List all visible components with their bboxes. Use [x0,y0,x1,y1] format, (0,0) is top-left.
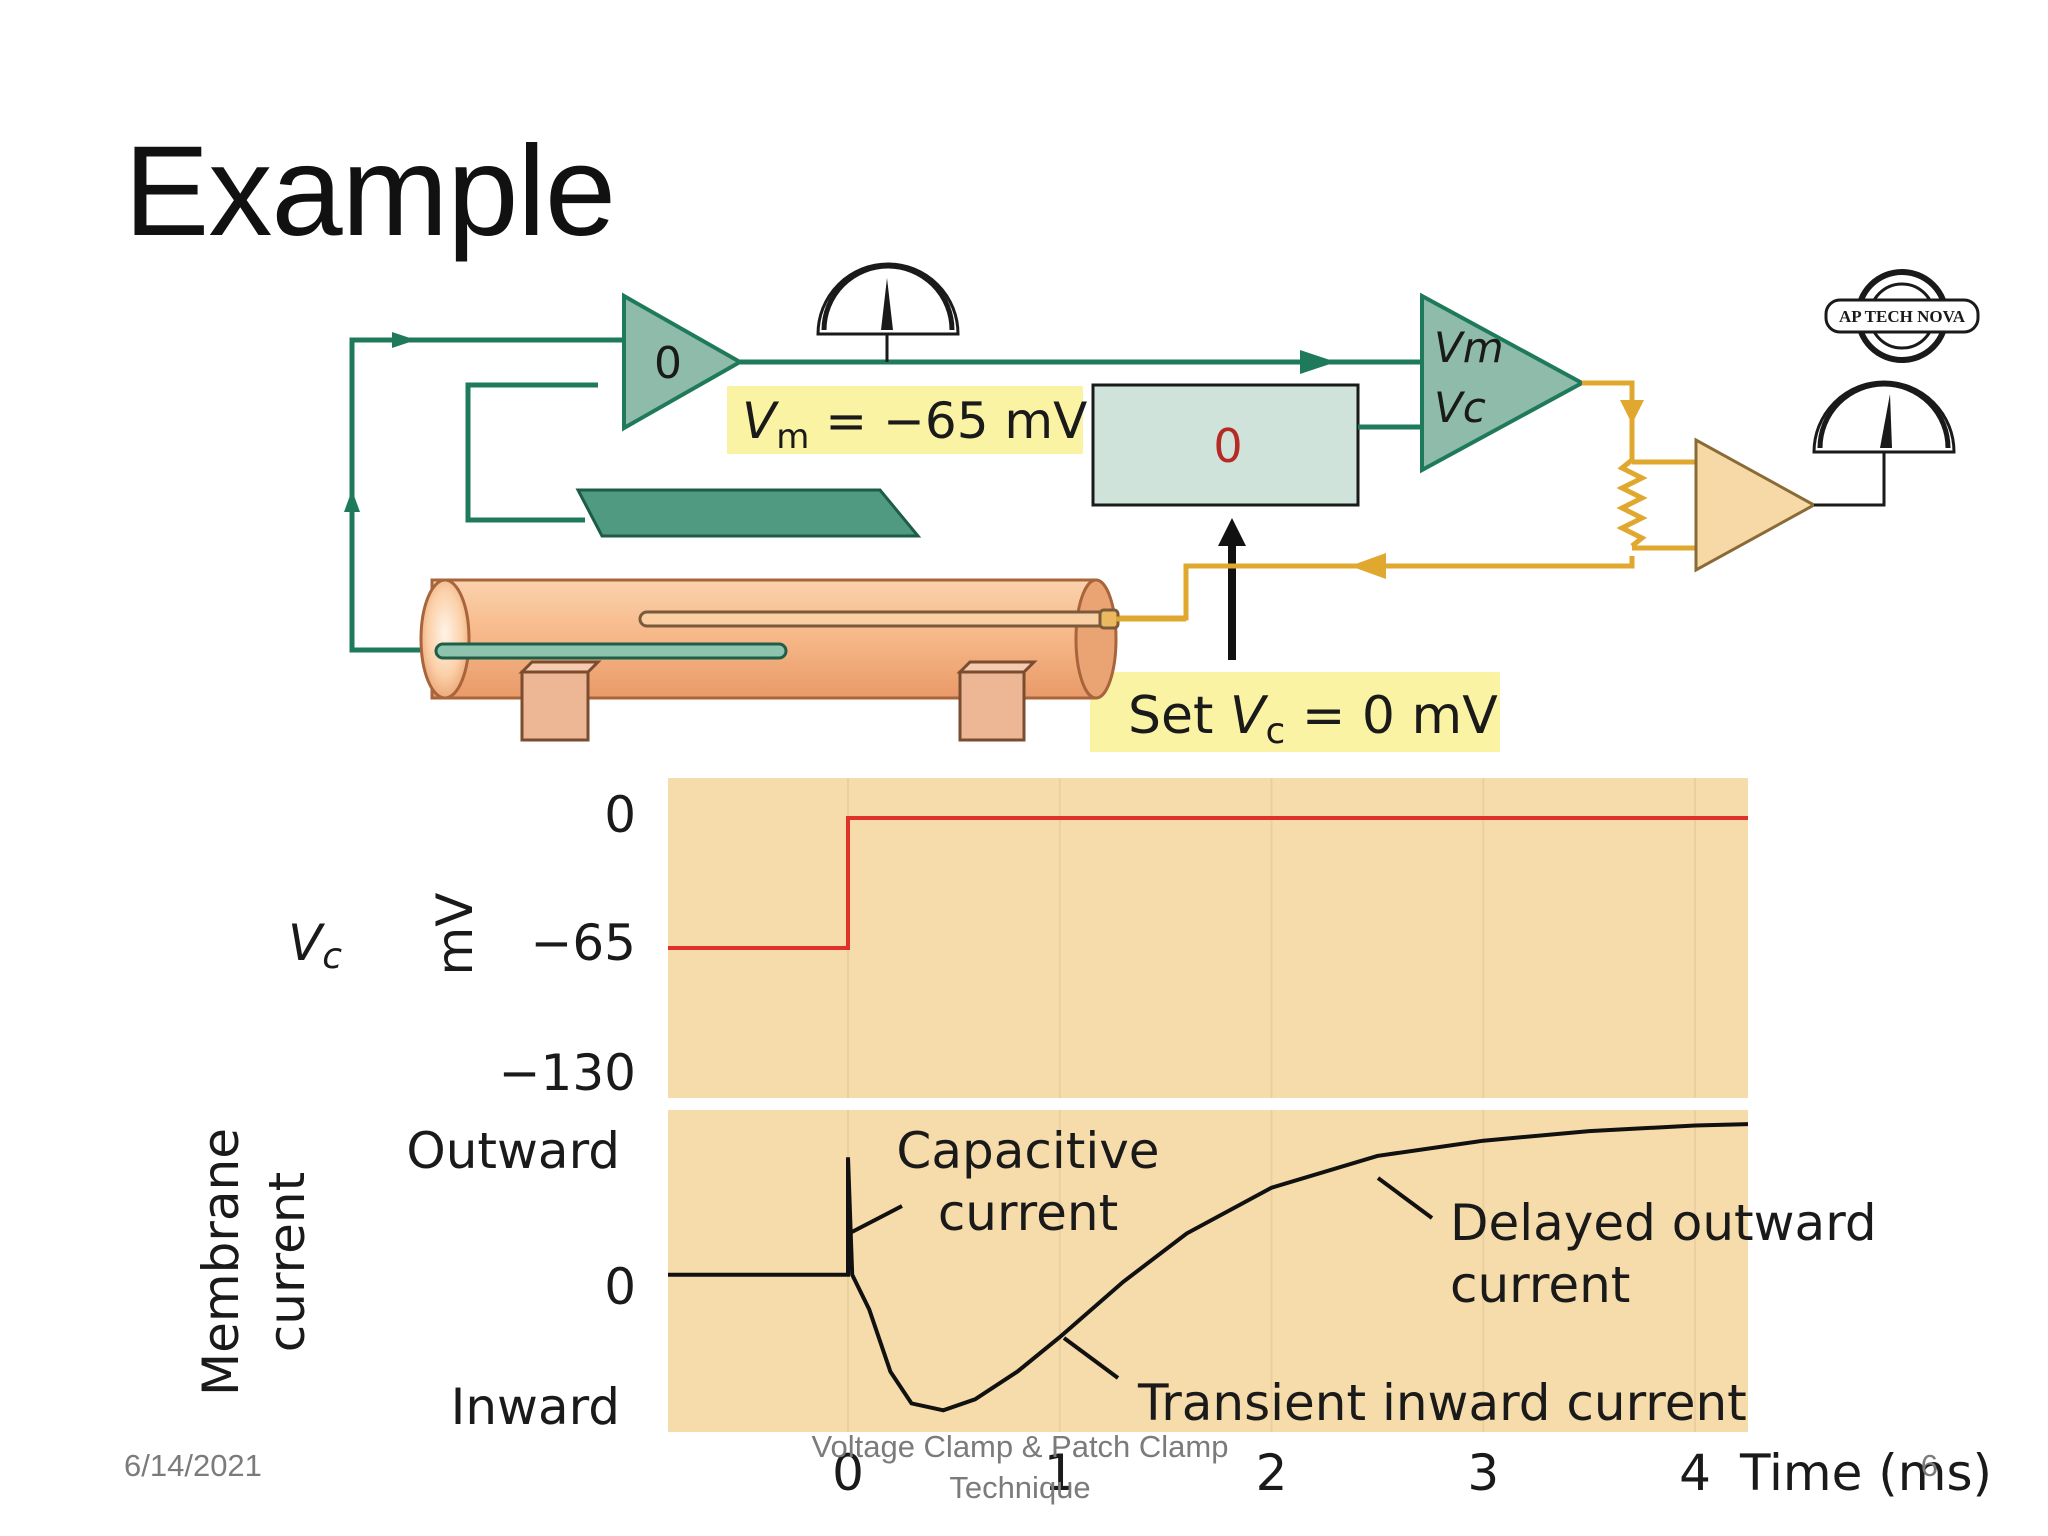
axon-stand-left [518,660,602,742]
delayed-leader [1376,1176,1434,1220]
diff-amp-vc: Vc [1434,383,1486,432]
footer-center-line2: Technique [949,1470,1091,1505]
voltage-ytick-minus-130: −130 [499,1044,636,1102]
time-tick-0: 0 [832,1444,864,1502]
axon-stand-right [956,660,1038,742]
green-wire-inner [465,382,598,523]
vm-signal-arrow [1300,350,1336,374]
differential-amplifier [1420,292,1587,474]
current-amplifier [1694,437,1818,573]
time-tick-1: 1 [1044,1444,1076,1502]
voltage-plot-grid [847,778,1697,1098]
slide-title: Example [124,120,616,263]
voltage-plot-background [668,778,1748,1098]
current-ytick-outward: Outward [406,1122,620,1180]
gold-arrow-left [1350,553,1386,579]
time-tick-4: 4 [1679,1444,1711,1502]
membrane-current-trace [668,1122,1749,1413]
gold-arrow-down [1620,400,1644,424]
feedback-resistor [1616,458,1648,548]
command-voltage-trace [668,816,1748,950]
time-axis-ticks: 0 1 2 3 4 [832,1444,1711,1502]
green-arrow-right [392,332,416,348]
footer-center-line1: Voltage Clamp & Patch Clamp [811,1429,1229,1464]
voltmeter-2 [1812,380,1956,454]
transient-leader [1062,1336,1120,1380]
bath-electrode-plate [575,488,922,538]
current-electrode [638,610,1112,628]
page-number: 6 [1920,1448,1938,1483]
footer-date: 6/14/2021 [124,1448,262,1483]
current-ytick-inward: Inward [451,1378,620,1436]
set-vc-label: Set Vc = 0 mV [1128,686,1498,752]
voltage-unit-label: mV [426,893,484,976]
gold-wire-top [1582,380,1635,460]
voltage-name-label: Vc [288,914,342,977]
voltage-chart: Vc mV 0 −65 −130 [288,778,1748,1102]
footer-center-text: Voltage Clamp & Patch Clamp Technique [760,1426,1280,1508]
voltage-electrode [434,642,788,660]
meter-2-wire [1814,452,1886,507]
command-voltage-box [1091,383,1360,507]
time-axis-label: Time (ms) [1739,1444,1992,1502]
vm-readout: Vm = −65 mV [742,392,1087,457]
voltage-ytick-minus-65: −65 [530,914,636,972]
amplifier-1-label: 0 [654,338,682,389]
green-arrow-up [344,490,360,512]
apparatus: 0 Vm = −65 mV 0 Set Vc = 0 mV Vm Vc [344,262,1956,752]
logo-text: AP TECH NOVA [1839,307,1966,326]
amplifier-1 [622,292,745,432]
diff-amp-vm: Vm [1434,323,1504,372]
set-arrow-head [1218,518,1246,546]
time-tick-3: 3 [1467,1444,1499,1502]
set-vc-highlight [1090,672,1500,752]
voltage-ytick-0: 0 [604,786,636,844]
time-tick-2: 2 [1256,1444,1288,1502]
current-ytick-zero: 0 [604,1258,636,1316]
vm-readout-highlight [727,386,1083,454]
voltmeter-1 [816,262,960,362]
transient-annotation: Transient inward current [1137,1374,1747,1432]
capacitive-leader [847,1204,903,1236]
ap-tech-nova-logo: AP TECH NOVA [1824,269,1980,363]
command-voltage-value: 0 [1213,419,1242,473]
